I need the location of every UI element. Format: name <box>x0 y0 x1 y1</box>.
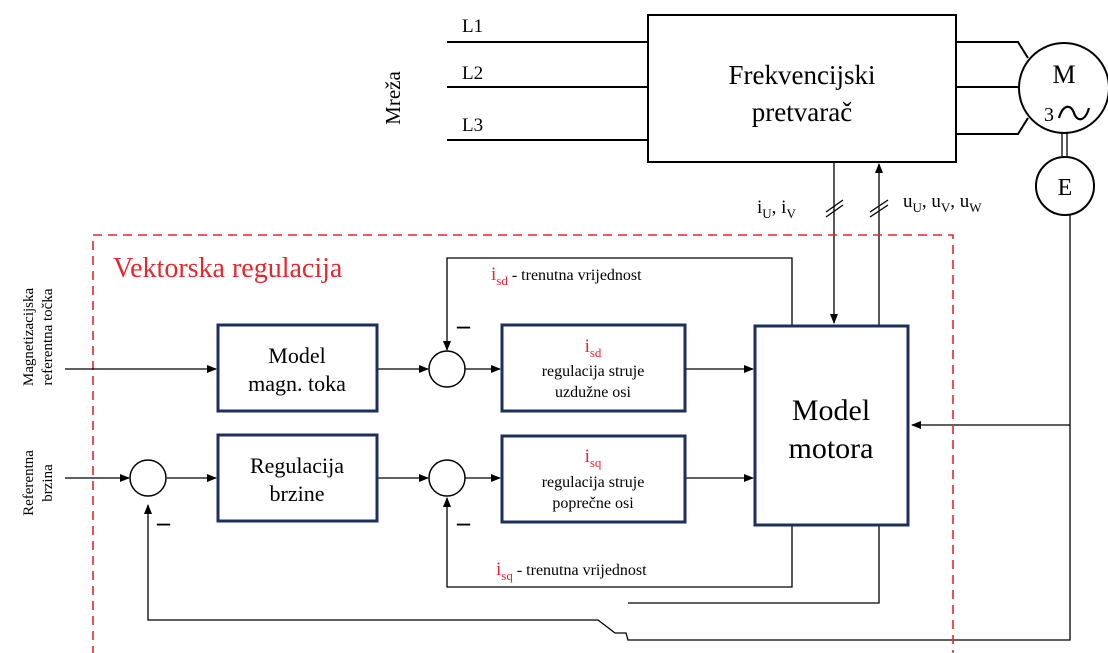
isd-control-label-line1: regulacija struje <box>542 363 645 380</box>
voltage-bus-slash-2 <box>869 204 889 218</box>
speed-input-label-line1: Referentna <box>21 450 37 516</box>
encoder-feedback-line <box>144 215 1071 641</box>
speed-control-label-line2: brzine <box>270 481 325 506</box>
isq-minus-sign: – <box>456 508 471 537</box>
isq-summing-junction <box>428 459 466 497</box>
converter-label-line1: Frekvencijski <box>729 60 876 90</box>
isd-feedback-label: isd - trenutna vrijednost <box>491 264 642 288</box>
flux-model-block <box>216 323 379 413</box>
motor-feed-line-3 <box>956 117 1029 135</box>
isd-summing-junction <box>428 350 466 388</box>
isq-control-label-line1: regulacija struje <box>542 474 645 491</box>
flux-model-label-line2: magn. toka <box>248 371 346 396</box>
vector-control-title: Vektorska regulacija <box>113 253 343 284</box>
current-measurement-label: iU, iV <box>757 197 796 221</box>
speed-input-label-line2: brzina <box>40 464 56 502</box>
ac-tilde-icon <box>1057 105 1091 121</box>
voltage-feed-line <box>628 526 880 604</box>
motor-symbol: M <box>1052 60 1075 89</box>
motor-feed-line-1 <box>956 41 1029 59</box>
voltage-bus-slash-1 <box>869 199 889 213</box>
phase-label-l2: L2 <box>462 63 483 84</box>
isd-control-label-line2: uzdužne osi <box>555 384 632 401</box>
motor-model-label-line1: Model <box>792 394 870 427</box>
magnetization-input-label-line2: referentna točka <box>40 288 56 385</box>
motor-circle <box>1018 42 1108 134</box>
speed-control-block <box>216 433 379 523</box>
isq-feedback-line <box>443 497 793 588</box>
converter-label-line2: pretvarač <box>752 97 852 127</box>
frequency-converter-box <box>647 14 957 163</box>
speed-control-label-line1: Regulacija <box>250 453 344 478</box>
motor-model-label-line2: motora <box>789 432 874 465</box>
current-bus-slash-2 <box>825 204 844 218</box>
grid-label: Mreža <box>381 71 405 125</box>
isd-control-var: isd <box>585 336 602 360</box>
isq-control-var: isq <box>585 446 602 470</box>
isd-minus-sign: – <box>456 311 471 340</box>
isq-control-label-line2: poprečne osi <box>552 495 634 512</box>
magnetization-input-label-line1: Magnetizacijska <box>21 288 37 387</box>
motor-phase-count: 3 <box>1044 104 1054 126</box>
encoder-circle <box>1035 156 1095 216</box>
motor-model-block <box>753 324 910 527</box>
isd-control-block <box>500 323 687 413</box>
flux-model-label-line1: Model <box>268 343 325 368</box>
isq-feedback-label: isq - trenutna vrijednost <box>496 559 647 583</box>
current-bus-slash-1 <box>825 199 844 213</box>
phase-label-l3: L3 <box>462 115 483 136</box>
speed-summing-junction <box>129 459 167 497</box>
isq-control-block <box>500 434 687 524</box>
phase-label-l1: L1 <box>462 16 483 37</box>
isd-feedback-line <box>443 257 793 351</box>
encoder-label: E <box>1058 175 1073 201</box>
voltage-measurement-label: uU, uV, uW <box>903 191 982 215</box>
speed-minus-sign: – <box>156 508 171 537</box>
